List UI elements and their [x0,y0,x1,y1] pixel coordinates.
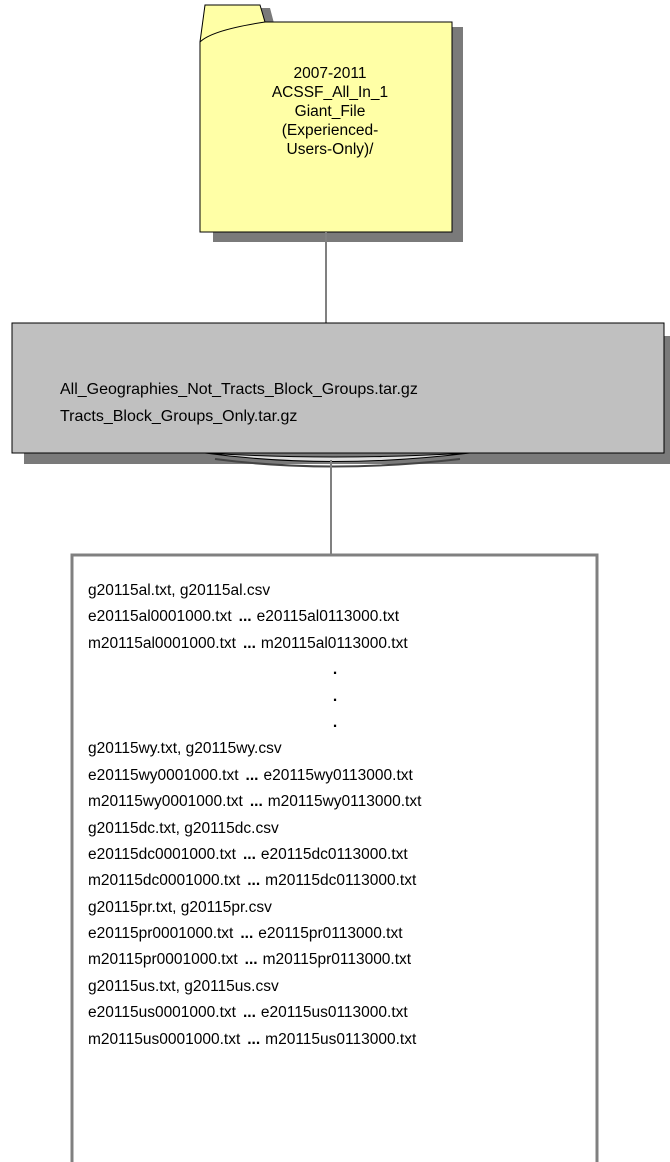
folder-label-line: 2007-2011 [293,65,367,82]
file-row: e20115al0001000.txt... e20115al0113000.tx… [88,604,582,630]
dot-separator: . [332,687,338,705]
file-name: e20115us0113000.txt [260,1004,408,1022]
file-name: e20115al0113000.txt [256,608,400,626]
file-name: g20115dc.txt, g20115dc.csv [88,819,279,837]
ellipsis: ... [247,872,261,890]
file-name: m20115al0001000.txt [88,634,236,652]
ellipsis: ... [238,608,252,626]
folder-label-line: ACSSF_All_In_1 [271,84,389,101]
ellipsis: ... [245,766,259,784]
file-row: m20115wy0001000.txt... m20115wy0113000.tx… [88,789,582,815]
folder-tab-line [199,21,266,43]
file-name: m20115wy0113000.txt [267,793,422,811]
ellipsis: ... [242,845,256,863]
file-row: m20115us0001000.txt... m20115us0113000.tx… [88,1027,582,1053]
dot-separator: . [332,713,338,731]
file-name: e20115us0001000.txt [88,1004,236,1022]
file-row: m20115dc0001000.txt... m20115dc0113000.tx… [88,868,582,894]
folder-label-line: (Experienced- [281,122,379,139]
file-row: g20115us.txt, g20115us.csv [88,974,582,1000]
ellipsis: ... [242,634,256,652]
folder-label: 2007-2011 ACSSF_All_In_1 Giant_File (Exp… [220,64,440,159]
file-name: m20115dc0113000.txt [265,872,417,890]
file-name: m20115dc0001000.txt [88,872,241,890]
file-row: g20115pr.txt, g20115pr.csv [88,895,582,921]
file-name: m20115pr0113000.txt [262,951,412,969]
file-name: e20115al0001000.txt [88,608,232,626]
file-row: e20115us0001000.txt... e20115us0113000.tx… [88,1000,582,1026]
ellipsis: ... [240,925,254,943]
file-name: m20115us0001000.txt [88,1030,241,1048]
file-list-box [70,553,599,1162]
ellipsis: ... [244,951,258,969]
file-name: m20115wy0001000.txt [88,793,243,811]
file-name: e20115dc0001000.txt [88,845,236,863]
file-row: e20115dc0001000.txt... e20115dc0113000.tx… [88,842,582,868]
file-name: m20115al0113000.txt [260,634,408,652]
file-name: m20115us0113000.txt [265,1030,417,1048]
file-list: g20115al.txt, g20115al.csv e20115al00010… [88,578,582,1053]
folder-label-line: Giant_File [294,103,366,120]
file-row: g20115wy.txt, g20115wy.csv [88,736,582,762]
file-name: g20115pr.txt, g20115pr.csv [88,898,272,916]
file-name: e20115wy0113000.txt [263,766,413,784]
file-name: g20115wy.txt, g20115wy.csv [88,740,282,758]
file-name: e20115pr0113000.txt [258,925,403,943]
archive-box [11,322,665,454]
ellipsis: ... [242,1004,256,1022]
ellipsis: ... [247,1030,261,1048]
archive-base [204,452,471,462]
file-name: g20115al.txt, g20115al.csv [88,582,271,599]
archive-file: Tracts_Block_Groups_Only.tar.gz [60,408,298,425]
file-row: e20115pr0001000.txt... e20115pr0113000.tx… [88,921,582,947]
archive-label: All_Geographies_Not_Tracts_Block_Groups.… [60,376,418,430]
file-name: g20115us.txt, g20115us.csv [88,977,279,995]
archive-file: All_Geographies_Not_Tracts_Block_Groups.… [60,381,418,398]
archive-base-shadow [214,458,461,468]
file-name: e20115dc0113000.txt [260,845,408,863]
ellipsis: ... [249,793,263,811]
file-row: g20115al.txt, g20115al.csv [88,578,582,604]
file-row: m20115pr0001000.txt... m20115pr0113000.tx… [88,947,582,973]
file-name: e20115pr0001000.txt [88,925,234,943]
dot-separator: . [332,661,338,679]
file-name: e20115wy0001000.txt [88,766,239,784]
folder-label-line: Users-Only)/ [286,141,374,158]
folder-icon [199,4,453,233]
file-row: e20115wy0001000.txt... e20115wy0113000.tx… [88,763,582,789]
file-row: g20115dc.txt, g20115dc.csv [88,816,582,842]
file-row: m20115al0001000.txt... m20115al0113000.tx… [88,631,582,657]
file-name: m20115pr0001000.txt [88,951,238,969]
